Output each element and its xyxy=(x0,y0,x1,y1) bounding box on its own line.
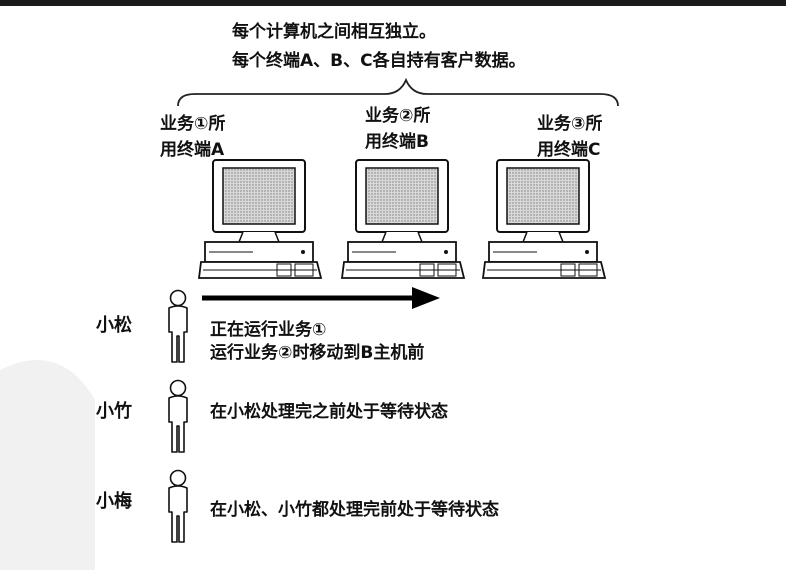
person-xiaosong-icon xyxy=(169,291,187,363)
person-name-xiaomei: 小梅 xyxy=(96,490,132,514)
person-xiaozhu-icon xyxy=(169,381,187,453)
person-name-xiaozhu: 小竹 xyxy=(96,400,132,424)
person-xiaomei-icon xyxy=(169,471,187,543)
xiaosong-desc-1: 正在运行业务① xyxy=(210,318,326,342)
xiaosong-desc-2: 运行业务②时移动到B主机前 xyxy=(210,341,424,365)
person-name-xiaosong: 小松 xyxy=(96,314,132,338)
xiaomei-desc: 在小松、小竹都处理完前处于等待状态 xyxy=(210,498,499,522)
xiaozhu-desc: 在小松处理完之前处于等待状态 xyxy=(210,400,448,424)
